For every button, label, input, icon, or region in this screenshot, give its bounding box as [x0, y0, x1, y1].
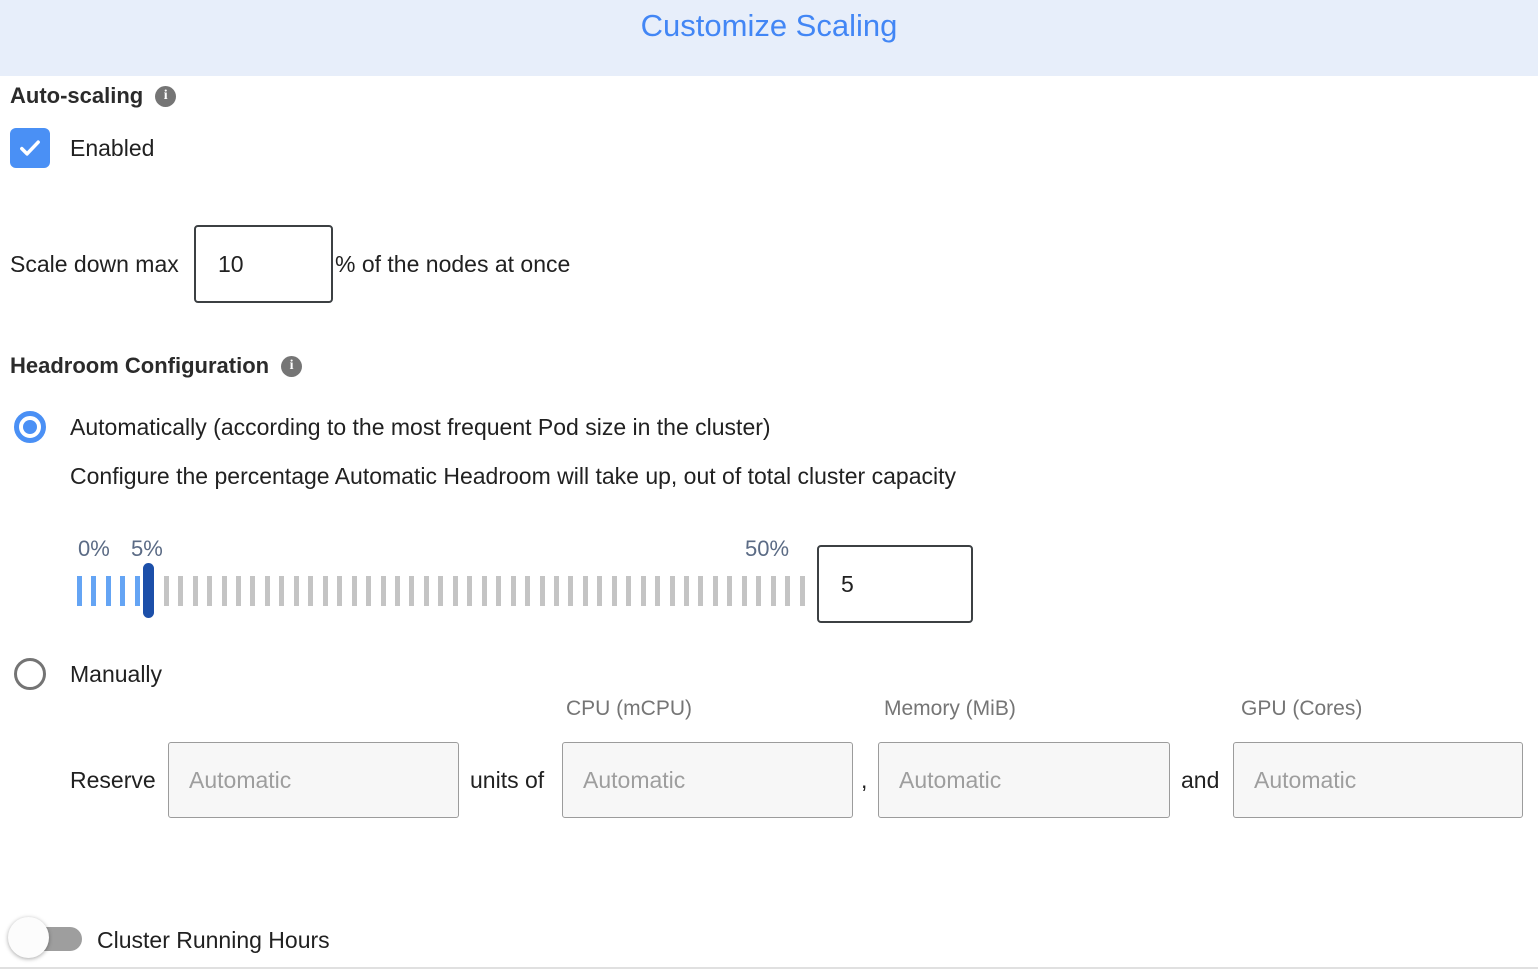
- reserve-cpu-input[interactable]: [562, 742, 853, 818]
- and-separator: and: [1181, 766, 1220, 793]
- headroom-automatic-label: Automatically (according to the most fre…: [70, 413, 771, 440]
- slider-tick: [178, 575, 184, 606]
- radio-dot-icon: [23, 420, 37, 434]
- slider-tick: [380, 575, 386, 606]
- slider-tick: [496, 575, 502, 606]
- headroom-percentage-input[interactable]: [817, 545, 973, 623]
- slider-tick: [582, 575, 588, 606]
- auto-scaling-section-label: Auto-scaling i: [10, 83, 177, 109]
- cluster-running-hours-label: Cluster Running Hours: [97, 926, 330, 953]
- scale-down-max-label: Scale down max: [10, 250, 179, 277]
- slider-tick: [669, 575, 675, 606]
- slider-tick: [235, 575, 241, 606]
- slider-tick: [467, 575, 473, 606]
- reserve-label: Reserve: [70, 766, 156, 793]
- headroom-section-label: Headroom Configuration i: [10, 353, 303, 379]
- slider-tick: [134, 575, 140, 606]
- slider-tick: [799, 575, 805, 606]
- info-icon[interactable]: i: [281, 355, 303, 377]
- headroom-manual-label: Manually: [70, 660, 163, 687]
- slider-tick: [452, 575, 458, 606]
- column-header-memory: Memory (MiB): [884, 697, 1016, 720]
- headroom-automatic-description: Configure the percentage Automatic Headr…: [70, 463, 956, 489]
- dialog-header: Customize Scaling: [0, 0, 1538, 76]
- slider-tick: [192, 575, 198, 606]
- slider-tick: [221, 575, 227, 606]
- slider-tick: [698, 575, 704, 606]
- slider-tick: [525, 575, 531, 606]
- slider-current-label: 5%: [131, 536, 163, 561]
- headroom-manual-radio[interactable]: [14, 658, 46, 690]
- slider-tick: [337, 575, 343, 606]
- cluster-running-hours-toggle-knob[interactable]: [8, 917, 49, 958]
- slider-tick: [279, 575, 285, 606]
- slider-tick: [741, 575, 747, 606]
- slider-tick: [655, 575, 661, 606]
- slider-tick: [756, 575, 762, 606]
- slider-tick: [394, 575, 400, 606]
- slider-tick: [366, 575, 372, 606]
- slider-tick: [409, 575, 415, 606]
- slider-tick: [770, 575, 776, 606]
- slider-tick: [611, 575, 617, 606]
- slider-tick: [293, 575, 299, 606]
- headroom-slider-track[interactable]: [77, 563, 805, 618]
- scale-down-max-input[interactable]: [194, 225, 333, 303]
- checkmark-icon: [16, 134, 44, 162]
- reserve-gpu-input[interactable]: [1233, 742, 1523, 818]
- slider-tick: [481, 575, 487, 606]
- slider-tick: [727, 575, 733, 606]
- scale-down-max-suffix: % of the nodes at once: [335, 250, 571, 277]
- info-icon[interactable]: i: [155, 85, 177, 107]
- slider-tick: [322, 575, 328, 606]
- slider-min-label: 0%: [78, 536, 110, 561]
- slider-tick: [77, 575, 82, 606]
- auto-scaling-label: Auto-scaling: [10, 83, 144, 108]
- slider-max-label: 50%: [745, 536, 790, 561]
- slider-tick: [438, 575, 444, 606]
- slider-tick: [640, 575, 646, 606]
- slider-tick: [264, 575, 270, 606]
- slider-tick: [568, 575, 574, 606]
- slider-tick: [510, 575, 516, 606]
- slider-tick: [250, 575, 256, 606]
- column-header-gpu: GPU (Cores): [1241, 697, 1363, 720]
- bottom-divider: [0, 967, 1538, 969]
- slider-tick: [120, 575, 126, 606]
- slider-tick: [553, 575, 559, 606]
- reserve-memory-input[interactable]: [878, 742, 1170, 818]
- slider-tick: [91, 575, 97, 606]
- slider-tick: [626, 575, 632, 606]
- slider-tick: [308, 575, 314, 606]
- headroom-automatic-radio[interactable]: [14, 411, 46, 443]
- comma-separator: ,: [861, 766, 868, 793]
- page-title: Customize Scaling: [640, 8, 898, 43]
- slider-tick: [539, 575, 545, 606]
- auto-scaling-enabled-checkbox[interactable]: [10, 128, 50, 168]
- slider-tick: [712, 575, 718, 606]
- slider-tick: [597, 575, 603, 606]
- slider-tick: [684, 575, 690, 606]
- column-header-cpu: CPU (mCPU): [566, 697, 692, 720]
- headroom-slider-handle[interactable]: [143, 563, 155, 618]
- headroom-label: Headroom Configuration: [10, 353, 270, 378]
- slider-tick: [351, 575, 357, 606]
- slider-tick: [163, 575, 169, 606]
- slider-tick: [785, 575, 791, 606]
- reserve-units-input[interactable]: [168, 742, 459, 818]
- units-of-label: units of: [470, 766, 545, 793]
- slider-tick: [207, 575, 213, 606]
- slider-tick: [105, 575, 111, 606]
- slider-tick: [423, 575, 429, 606]
- auto-scaling-enabled-label: Enabled: [70, 134, 155, 161]
